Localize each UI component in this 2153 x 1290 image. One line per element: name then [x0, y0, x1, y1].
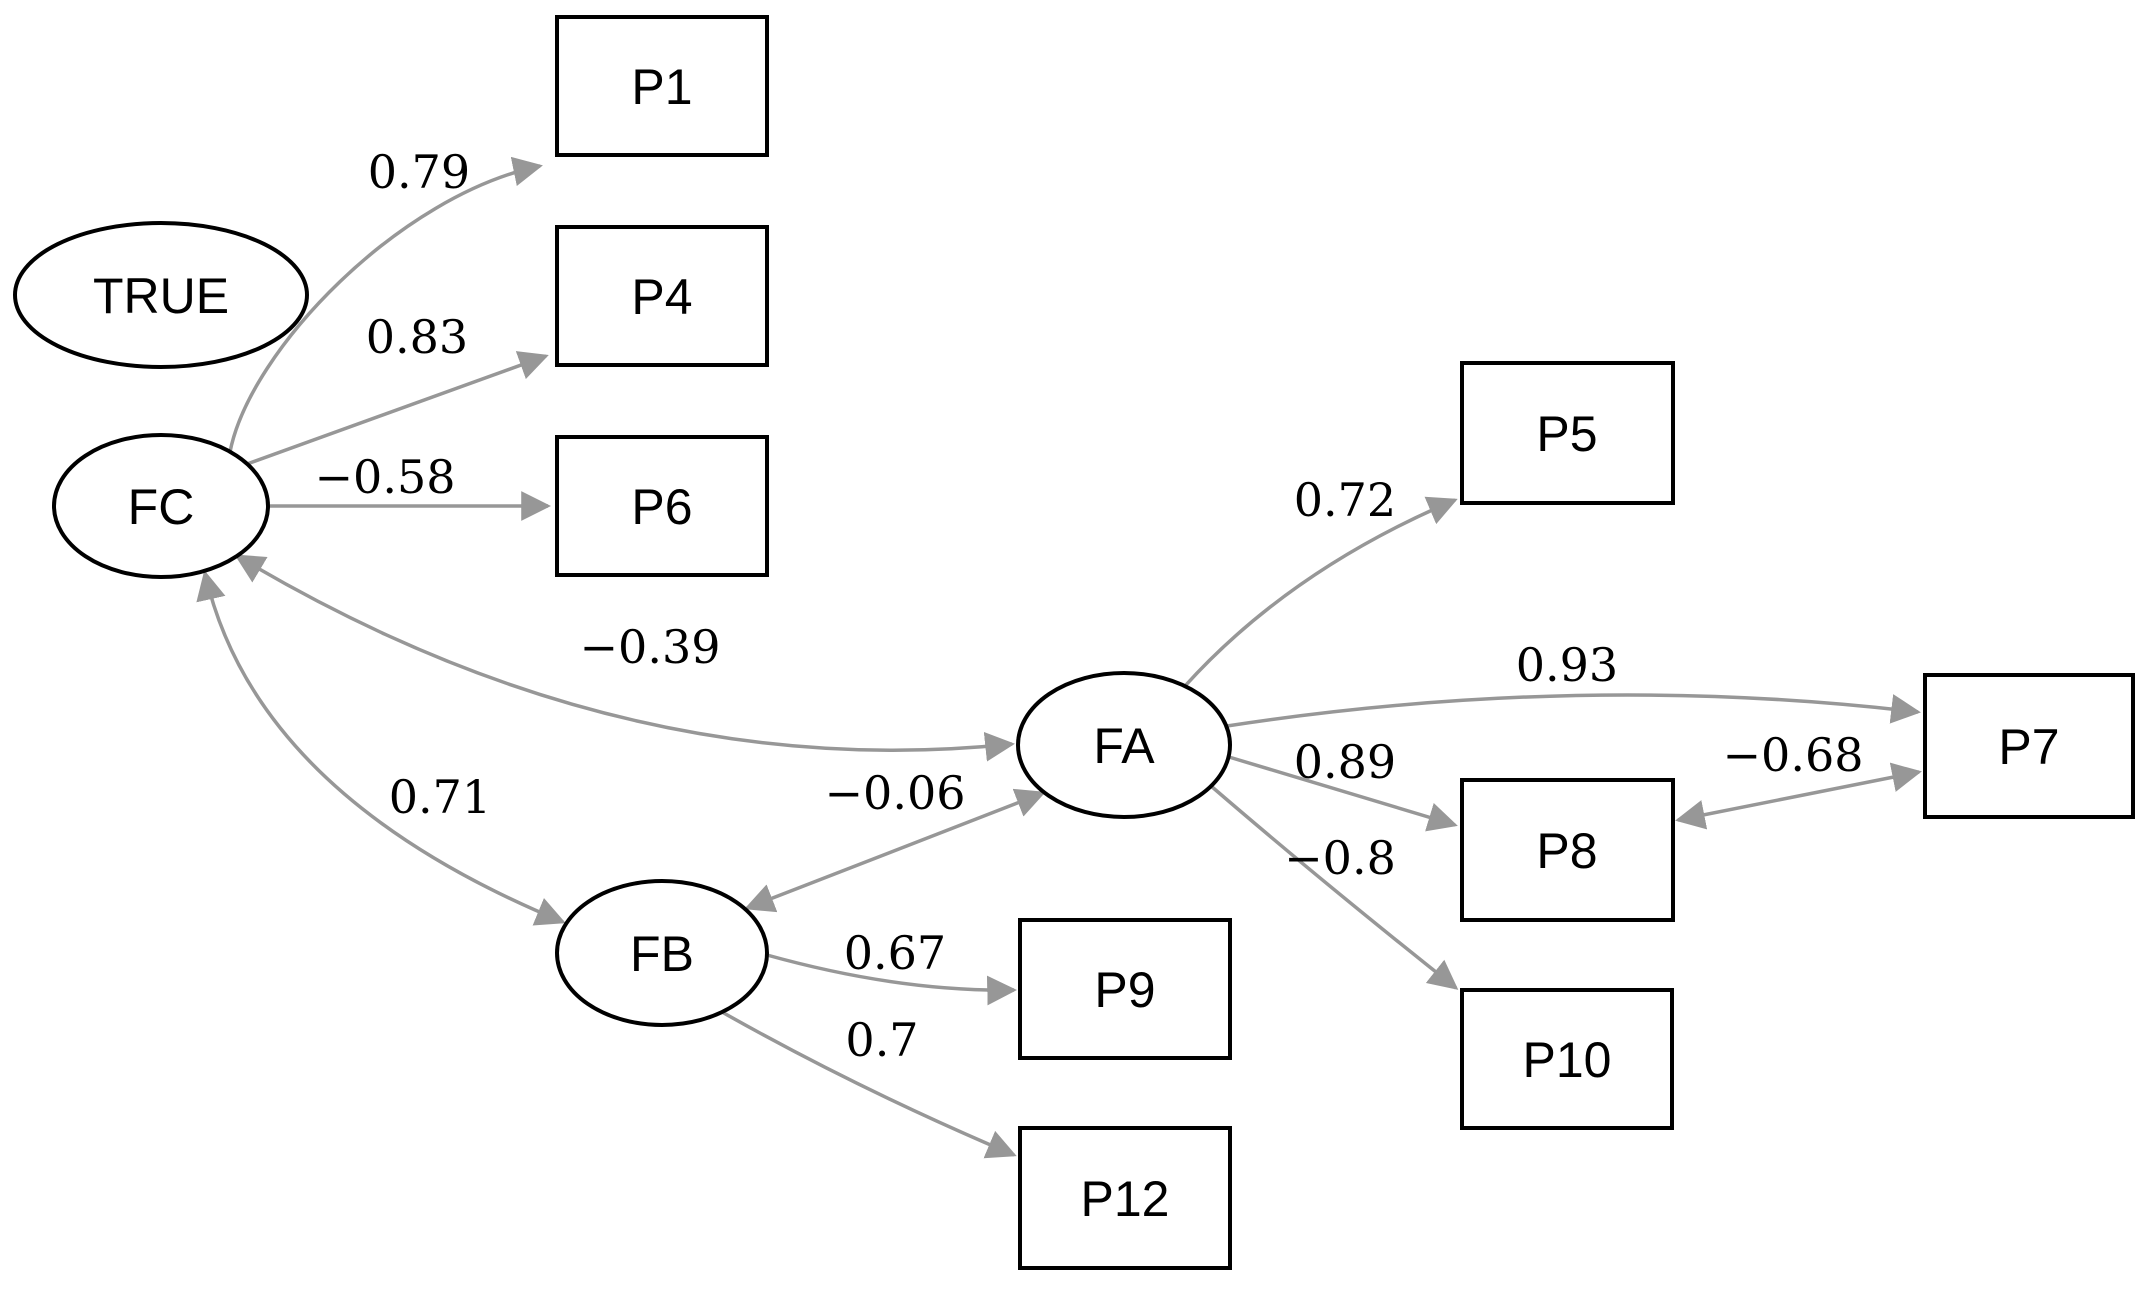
edge-weight-fa-p8: 0.89 — [1294, 735, 1396, 789]
latent-node-fa-label: FA — [1093, 718, 1155, 774]
observed-node-p7: P7 — [1923, 673, 2135, 819]
observed-node-p10: P10 — [1460, 988, 1674, 1130]
latent-node-true-ellipse — [13, 221, 309, 369]
observed-node-p7-rect — [1923, 673, 2135, 819]
observed-node-p6: P6 — [555, 435, 769, 577]
observed-node-p6-label: P6 — [631, 479, 692, 535]
edge-fb-p9 — [766, 953, 1017, 1006]
latent-node-fa: FA — [1016, 671, 1232, 819]
latent-node-fc-ellipse — [52, 433, 270, 579]
edge-weight-fb-fa: −0.06 — [825, 766, 966, 820]
observed-node-p6-rect — [555, 435, 769, 577]
edge-p8-p7-bidirectional — [1675, 762, 1922, 830]
observed-node-p5-rect — [1460, 361, 1675, 505]
edge-weight-p8-p7: −0.68 — [1723, 728, 1864, 782]
observed-node-p4-rect — [555, 225, 769, 367]
edge-fb-p12 — [721, 1010, 1017, 1159]
edge-weight-fb-p9: 0.67 — [844, 926, 946, 980]
observed-node-p10-label: P10 — [1523, 1032, 1612, 1088]
edge-weight-fa-p10: −0.8 — [1284, 831, 1396, 885]
latent-node-fa-ellipse — [1016, 671, 1232, 819]
edge-weight-labels: 0.79 0.83 −0.58 −0.39 0.71 −0.06 0.72 0.… — [315, 145, 1864, 1067]
edge-fc-p1 — [228, 156, 543, 453]
edge-weight-fc-fa: −0.39 — [580, 620, 721, 674]
observed-node-p4-label: P4 — [631, 269, 692, 325]
latent-node-fb-label: FB — [630, 926, 694, 982]
observed-node-p1-label: P1 — [631, 59, 692, 115]
edge-weight-fc-p4: 0.83 — [366, 310, 468, 364]
edge-fa-p7 — [1226, 693, 1921, 728]
edge-weight-fa-p5: 0.72 — [1294, 473, 1396, 527]
latent-node-true-label: TRUE — [93, 268, 229, 324]
edge-fa-p10 — [1209, 784, 1459, 990]
observed-node-p1: P1 — [555, 15, 769, 157]
observed-node-p12-label: P12 — [1081, 1171, 1170, 1227]
observed-node-p8-label: P8 — [1536, 823, 1597, 879]
latent-node-fb: FB — [555, 879, 769, 1027]
observed-node-p7-label: P7 — [1998, 719, 2059, 775]
observed-node-p9-rect — [1018, 918, 1232, 1060]
edge-weight-fc-p1: 0.79 — [368, 145, 470, 199]
edge-weight-fb-p12: 0.7 — [845, 1013, 918, 1067]
edge-weight-fc-fb: 0.71 — [389, 770, 491, 824]
observed-node-p12-rect — [1018, 1126, 1232, 1270]
observed-node-p9-label: P9 — [1094, 962, 1155, 1018]
edge-weight-fa-p7: 0.93 — [1516, 638, 1618, 692]
observed-node-p8: P8 — [1460, 778, 1675, 922]
observed-node-p5: P5 — [1460, 361, 1675, 505]
observed-node-p12: P12 — [1018, 1126, 1232, 1270]
observed-node-p1-rect — [555, 15, 769, 157]
observed-node-p9: P9 — [1018, 918, 1232, 1060]
observed-node-p5-label: P5 — [1536, 406, 1597, 462]
latent-node-fc: FC — [52, 433, 270, 579]
edge-weight-fc-p6: −0.58 — [315, 450, 456, 504]
edge-fa-p8 — [1228, 755, 1458, 832]
observed-node-p10-rect — [1460, 988, 1674, 1130]
latent-node-fb-ellipse — [555, 879, 769, 1027]
observed-node-p4: P4 — [555, 225, 769, 367]
latent-node-true: TRUE — [13, 221, 309, 369]
edge-fc-p4 — [246, 351, 549, 466]
latent-node-fc-label: FC — [128, 479, 195, 535]
edge-fa-p5 — [1183, 496, 1458, 688]
edge-group — [196, 156, 1922, 1159]
edge-fb-fa-bidirectional — [744, 788, 1046, 913]
edge-fc-fb-bidirectional — [196, 570, 566, 926]
observed-node-p8-rect — [1460, 778, 1675, 922]
